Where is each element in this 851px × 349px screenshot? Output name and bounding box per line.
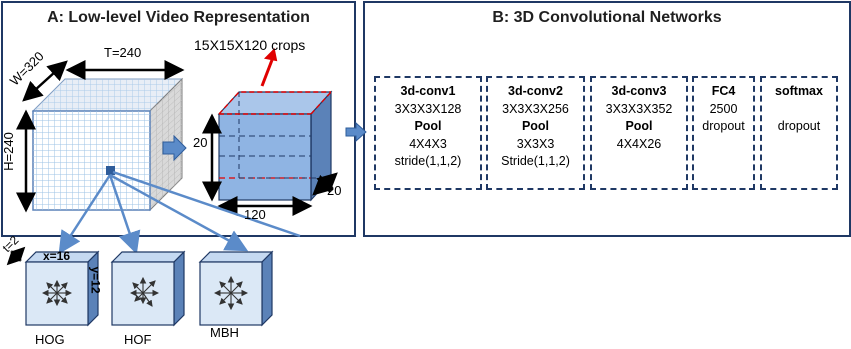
layer-box-softmax: softmax dropout [760, 76, 838, 190]
hof-cube [110, 250, 186, 327]
small-y-label: y=12 [88, 266, 103, 294]
layer-box-conv3: 3d-conv3 3X3X3X352 Pool 4X4X26 [590, 76, 688, 190]
layer-pool-size: 3X3X3 [516, 136, 555, 151]
layer-pool: Pool [521, 119, 550, 133]
panel-b: B: 3D Convolutional Networks [363, 1, 851, 237]
layer-pool-stride: Stride(1,1,2) [501, 154, 570, 168]
layer-box-conv2: 3d-conv2 3X3X3X256 Pool 3X3X3 Stride(1,1… [486, 76, 585, 190]
layer-pool-size: 4X4X26 [616, 136, 662, 151]
layer-pool-stride: stride(1,1,2) [394, 154, 462, 168]
layer-dropout: dropout [702, 119, 745, 133]
descriptor-mbh-label: MBH [210, 325, 239, 340]
link-hof [108, 174, 141, 255]
layer-pool-size: 4X4X3 [409, 136, 447, 151]
hog-cube [24, 250, 100, 327]
panel-b-title: B: 3D Convolutional Networks [492, 9, 722, 26]
link-mbh [109, 173, 249, 252]
layer-units: 2500 [709, 101, 738, 116]
video-volume-cube [31, 77, 184, 212]
descriptor-hof-label: HOF [124, 332, 152, 347]
layer-pool: Pool [414, 119, 442, 133]
layer-name: softmax [775, 84, 823, 98]
layer-dropout: dropout [777, 119, 821, 133]
layer-spec: 3X3X3X352 [605, 101, 673, 116]
mbh-cube [198, 250, 274, 327]
descriptor-hog-label: HOG [35, 332, 65, 347]
layer-name: 3d-conv3 [611, 84, 667, 98]
crop-h-label: 20 [193, 135, 208, 150]
layer-spec: 3X3X3X256 [502, 101, 569, 116]
layer-name: FC4 [711, 84, 736, 98]
panel-a-title: A: Low-level Video Representation [47, 9, 310, 26]
crop-w-label: 120 [244, 207, 266, 222]
layer-spec: 3X3X3X128 [394, 101, 462, 116]
layer-name: 3d-conv1 [400, 84, 456, 98]
small-t-arrow [6, 246, 26, 266]
crop-d-arrow [312, 172, 338, 196]
crop-stack [217, 90, 333, 202]
to-network-arrow [345, 121, 367, 143]
h-label: H=240 [0, 132, 16, 171]
to-crops-arrow [162, 134, 187, 162]
w-dimension-arrow [22, 60, 68, 102]
crops-arrow [260, 59, 274, 87]
small-x-label: x=16 [43, 249, 71, 263]
link-crop [112, 170, 301, 238]
layer-pool: Pool [625, 119, 653, 133]
link-hog [58, 174, 112, 255]
layer-spacer [762, 101, 836, 119]
crop-d-label: 20 [327, 183, 342, 198]
layer-name: 3d-conv2 [508, 84, 563, 98]
t-label: T=240 [104, 45, 142, 60]
layer-box-fc4: FC4 2500 dropout [692, 76, 755, 190]
crops-label: 15X15X120 crops [194, 37, 306, 53]
layer-box-conv1: 3d-conv1 3X3X3X128 Pool 4X4X3 stride(1,1… [374, 76, 482, 190]
small-volume-marker [106, 166, 115, 175]
